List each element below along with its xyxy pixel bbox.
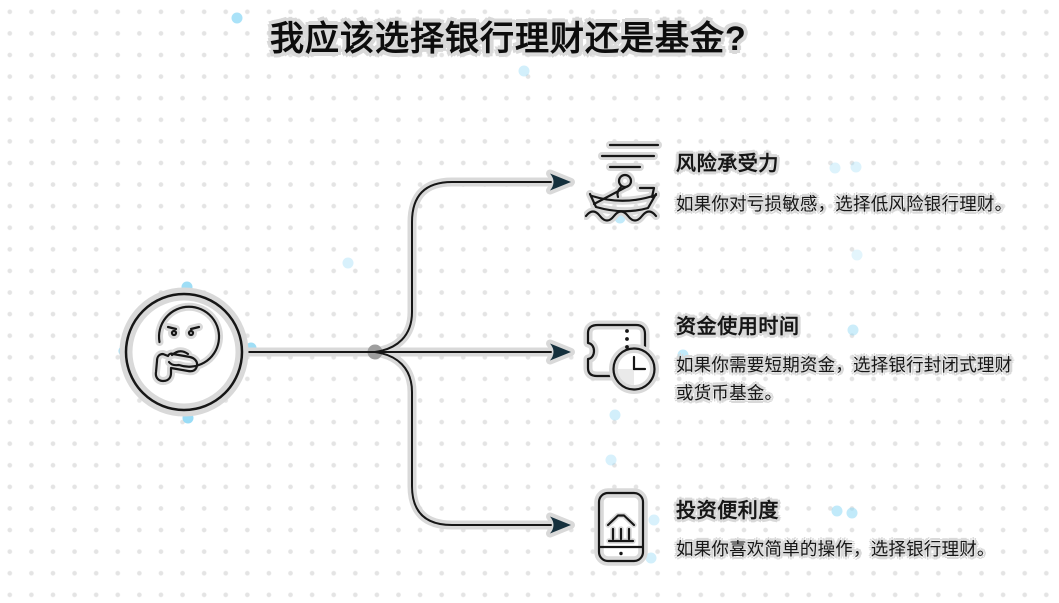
branch-title: 资金使用时间 [676, 316, 800, 338]
rowboat-risk-icon [584, 136, 668, 224]
blue-dot [829, 162, 841, 174]
branch-title: 投资便利度 [676, 500, 779, 522]
branch-desc: 如果你对亏损敏感，选择低风险银行理财。 [676, 194, 1013, 214]
blue-dot [648, 514, 660, 526]
blue-dot [609, 409, 621, 421]
phone-bank-icon [594, 488, 648, 566]
blue-dot [851, 249, 863, 261]
branch-desc: 如果你需要短期资金，选择银行封闭式理财 [676, 355, 1013, 375]
branch-title: 风险承受力 [676, 153, 779, 175]
blue-dot [831, 505, 843, 517]
page-title: 我应该选择银行理财还是基金? [270, 19, 747, 58]
branch-desc: 或货币基金。 [676, 382, 783, 403]
connector-halo [248, 182, 551, 525]
blue-dot [846, 507, 858, 519]
blue-dot [605, 454, 617, 466]
blue-dot [850, 161, 862, 173]
blue-dot [518, 65, 530, 77]
blue-dot [231, 12, 243, 24]
branch-desc: 如果你喜欢简单的操作，选择银行理财。 [676, 539, 995, 559]
ticket-clock-icon [583, 320, 659, 394]
blue-dot [677, 349, 689, 361]
blue-dot [181, 281, 193, 293]
blue-dot [847, 324, 859, 336]
blue-dot [614, 212, 626, 224]
blue-dot [182, 412, 194, 424]
blue-dot [342, 257, 354, 269]
thinking-face-icon [119, 287, 249, 417]
blue-dot [645, 552, 657, 564]
